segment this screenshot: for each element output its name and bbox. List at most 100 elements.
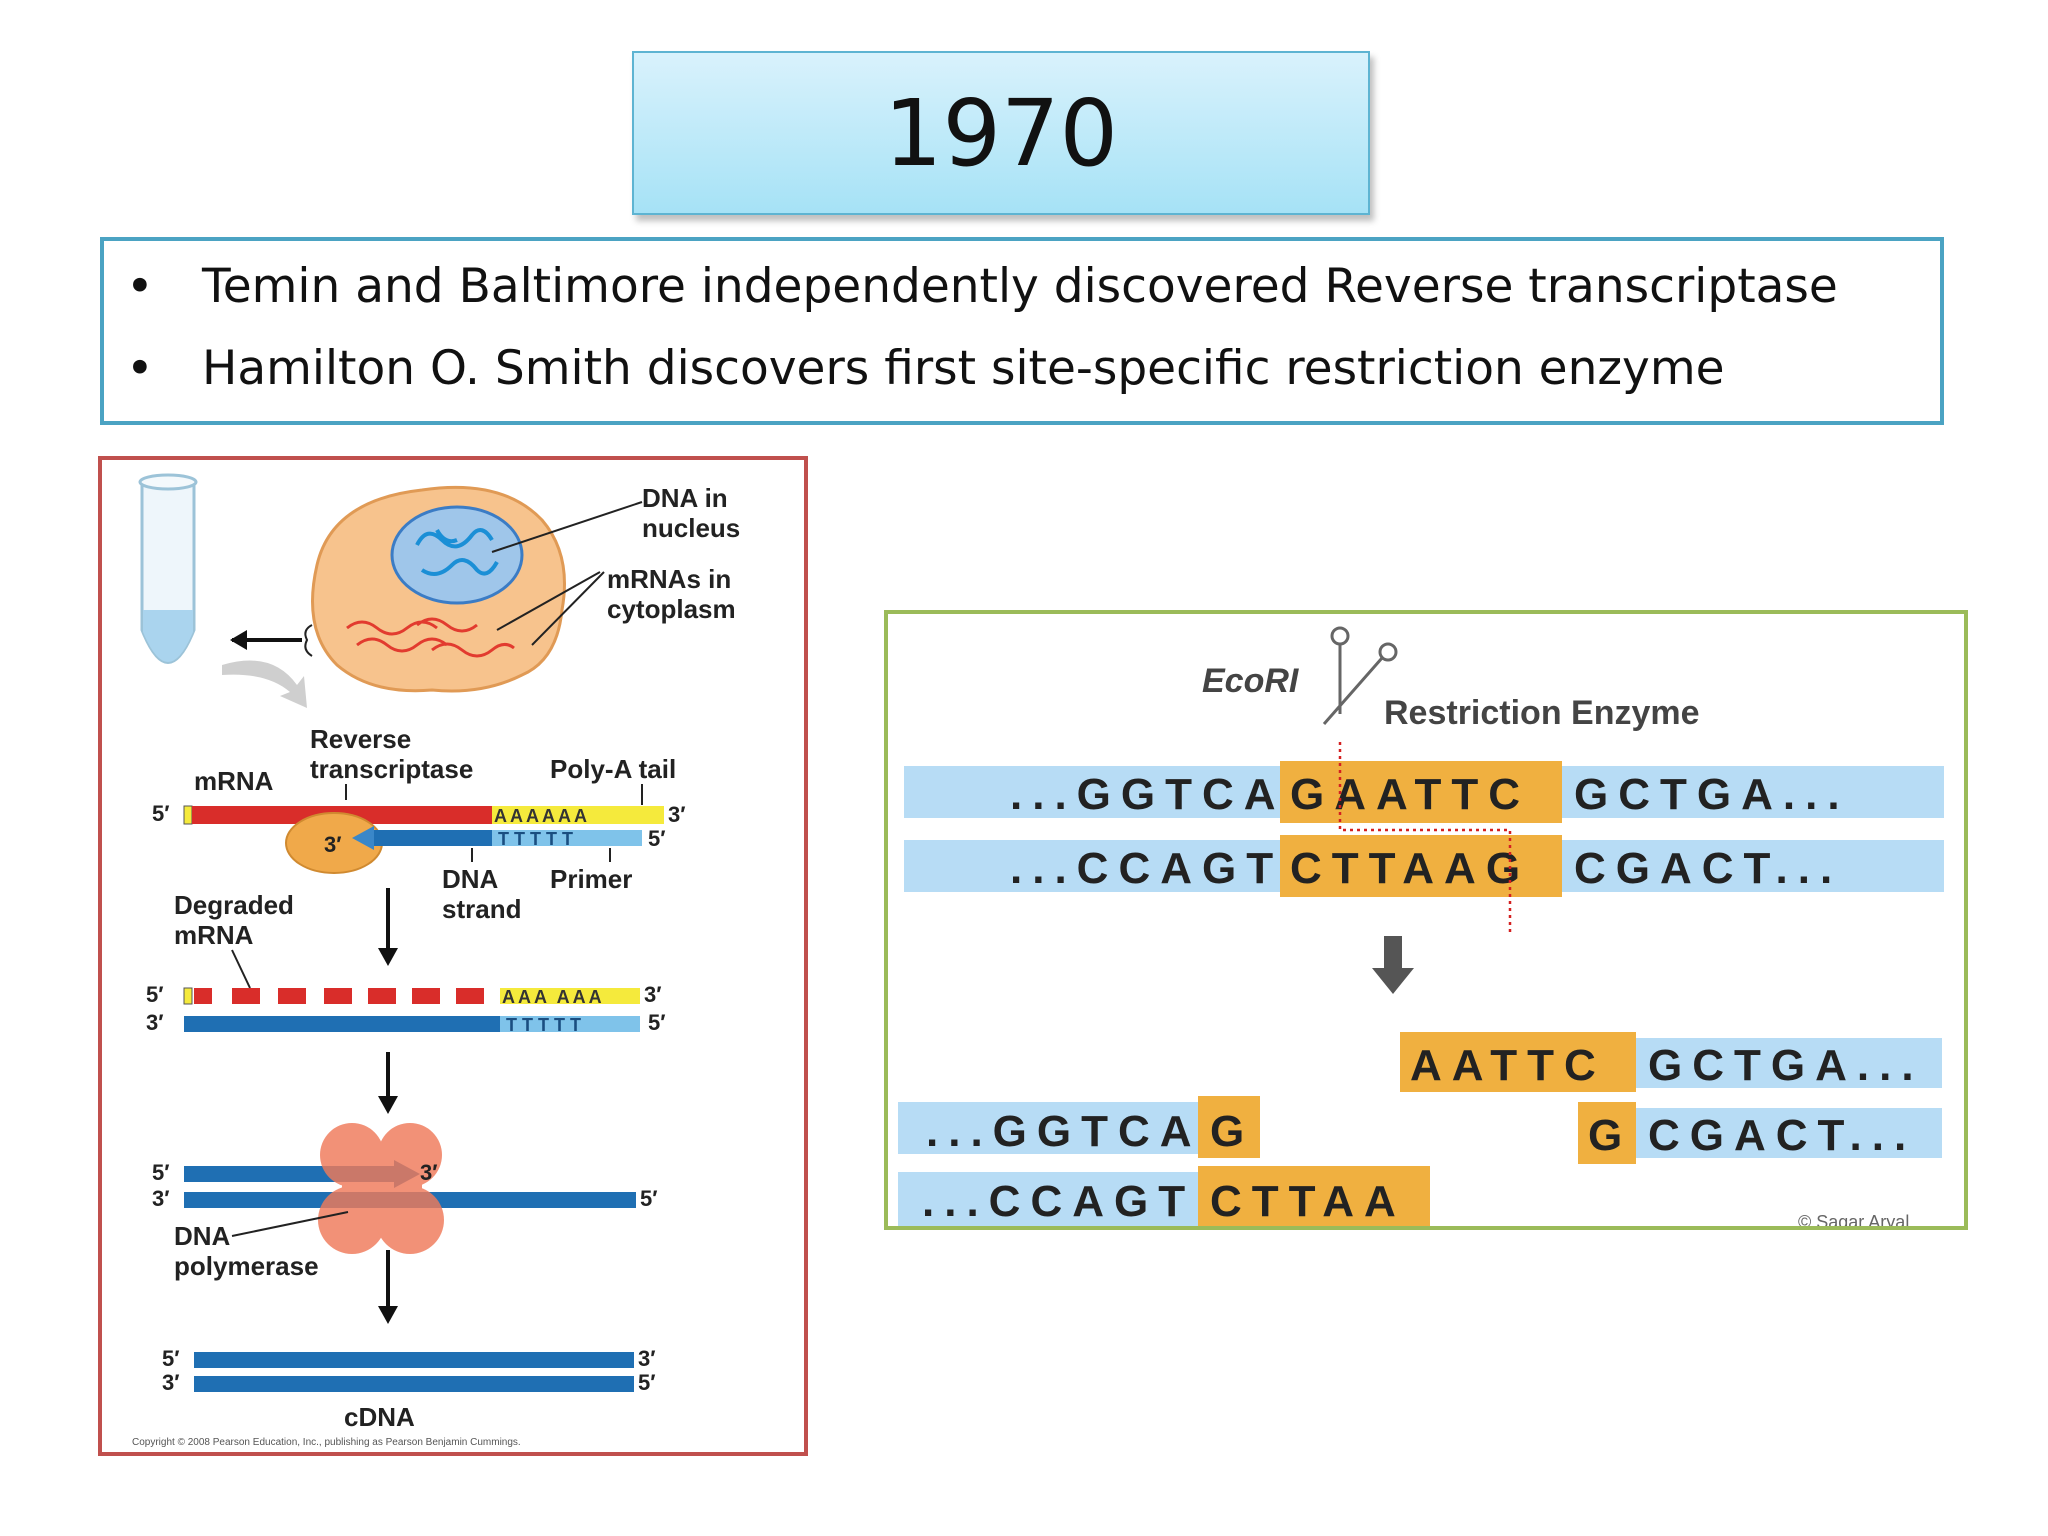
frag1-top-strand (898, 1102, 1198, 1154)
label-3prime: 3′ (146, 1010, 164, 1035)
top-right-seq: GCTGA... (1574, 770, 1850, 819)
label-mrna: mRNA (194, 766, 274, 796)
frag1-bottom-strand (898, 1172, 1198, 1226)
cdna-strand (194, 1352, 634, 1368)
scissors-icon (1322, 626, 1398, 725)
label-5prime: 5′ (146, 982, 164, 1007)
arrowhead-icon (378, 1306, 398, 1324)
label-dna: DNA (442, 864, 499, 894)
label-5prime: 5′ (648, 826, 666, 851)
credit-text: © Sagar Aryal (1798, 1212, 1909, 1226)
frag2-sticky-end (1400, 1032, 1636, 1092)
arrowhead-icon (230, 630, 247, 650)
label-nucleus: nucleus (642, 513, 740, 543)
copyright-text: Copyright © 2008 Pearson Education, Inc.… (132, 1437, 521, 1448)
frag2-bottom-end-highlight (1578, 1102, 1636, 1164)
bullet-item: • Hamilton O. Smith discovers first site-… (126, 341, 1725, 396)
label-5prime: 5′ (152, 801, 170, 826)
label-5prime: 5′ (638, 1370, 656, 1395)
label-cdna: cDNA (344, 1402, 415, 1432)
cut-line (1338, 742, 1512, 936)
polya-tail-rect (492, 806, 664, 824)
label-5prime: 5′ (640, 1186, 658, 1211)
frag2-bottom-seq: CGACT... (1648, 1111, 1916, 1160)
primer-rect (492, 830, 642, 846)
bullet-item: • Temin and Baltimore independently disco… (126, 259, 1838, 314)
frag2-top-strand (1636, 1038, 1942, 1088)
bottom-left-seq: ...CCAGT (1010, 844, 1283, 893)
frag1-bottom-end: CTTAA (1210, 1177, 1406, 1226)
arrowhead-icon (378, 1096, 398, 1114)
label-dna-polymerase-1: DNA (174, 1221, 231, 1251)
curved-arrow-icon (222, 660, 307, 708)
pointer-line (531, 571, 605, 646)
pointer-line (231, 1211, 349, 1237)
frag2-bottom-end: G (1588, 1111, 1622, 1160)
label-transcriptase: transcriptase (310, 754, 473, 784)
bullet-marker: • (126, 259, 154, 314)
polya-seq: AAAAAA (494, 806, 590, 826)
arrow-down-icon (1384, 936, 1402, 972)
slide-title: 1970 (883, 79, 1119, 187)
frag2-top-seq: GCTGA... (1648, 1041, 1924, 1090)
bottom-right-seq: CGACT... (1574, 844, 1842, 893)
label-reverse: Reverse (310, 724, 411, 754)
frag1-top-end-highlight (1198, 1096, 1260, 1158)
label-5prime: 5′ (648, 1010, 666, 1035)
label-3prime: 3′ (644, 982, 662, 1007)
cell-icon (311, 485, 566, 693)
label-degraded-mrna: mRNA (174, 920, 254, 950)
reverse-transcriptase-diagram: DNA in nucleus mRNAs in cytoplasm Revers… (98, 456, 808, 1456)
pointer-line (231, 949, 251, 989)
arrowhead-icon (352, 826, 374, 850)
label-5prime: 5′ (162, 1346, 180, 1371)
top-site-seq: GAATTC (1290, 770, 1530, 819)
label-5prime: 5′ (152, 1160, 170, 1185)
label-polya-tail: Poly-A tail (550, 754, 676, 784)
dna-polymerase-icon (318, 1123, 444, 1254)
title-box: 1970 (632, 51, 1370, 215)
label-3prime: 3′ (324, 832, 342, 857)
frag2-bottom-strand (1636, 1108, 1942, 1158)
label-3prime: 3′ (420, 1160, 438, 1185)
pointer-line (491, 501, 643, 553)
label-restriction-enzyme: Restriction Enzyme (1384, 694, 1700, 732)
frag1-top-end: G (1210, 1107, 1244, 1156)
rt-diagram-svg: DNA in nucleus mRNAs in cytoplasm Revers… (132, 473, 740, 1448)
dna-strand (184, 1016, 500, 1032)
test-tube-icon (138, 473, 198, 664)
frag1-top-seq: ...GGTCA (926, 1107, 1202, 1156)
pointer-line (496, 571, 601, 631)
bullet-text: Hamilton O. Smith discovers first site-s… (202, 341, 1725, 396)
brace-icon (304, 624, 313, 657)
bullet-marker: • (126, 341, 154, 396)
dna-strand (374, 830, 492, 846)
label-3prime: 3′ (162, 1370, 180, 1395)
primer-rect (500, 1016, 640, 1032)
polya-tail-rect (500, 988, 640, 1004)
frag2-top-end: AATTC (1410, 1041, 1606, 1090)
ecori-diagram-svg: EcoRI Restriction Enzyme ...GGTCA GAATTC… (898, 626, 1944, 1226)
label-ecori: EcoRI (1202, 662, 1300, 700)
label-primer: Primer (550, 864, 632, 894)
bottom-site-highlight (1280, 835, 1562, 897)
degraded-mrna-fragments (183, 987, 484, 1005)
label-3prime: 3′ (638, 1346, 656, 1371)
label-dna-in: DNA in (642, 483, 728, 513)
top-left-seq: ...GGTCA (1010, 770, 1286, 819)
bullet-text: Temin and Baltimore independently discov… (202, 259, 1838, 314)
polyt-seq: TTTTT (506, 1015, 586, 1035)
cdna-strand (194, 1376, 634, 1392)
label-degraded: Degraded (174, 890, 294, 920)
label-strand: strand (442, 894, 521, 924)
frag1-bottom-seq: ...CCAGT (922, 1177, 1195, 1226)
polya-seq-split: AAA AAA (502, 987, 605, 1007)
bottom-site-seq: CTTAAG (1290, 844, 1530, 893)
bullet-list: • Temin and Baltimore independently disco… (100, 237, 1944, 425)
label-mrnas-in: mRNAs in (607, 564, 731, 594)
polyt-seq: TTTTT (498, 829, 578, 849)
frag1-sticky-end (1198, 1166, 1430, 1226)
cap-rect (183, 805, 193, 825)
ecori-restriction-diagram: EcoRI Restriction Enzyme ...GGTCA GAATTC… (884, 610, 1968, 1230)
label-3prime: 3′ (152, 1186, 170, 1211)
